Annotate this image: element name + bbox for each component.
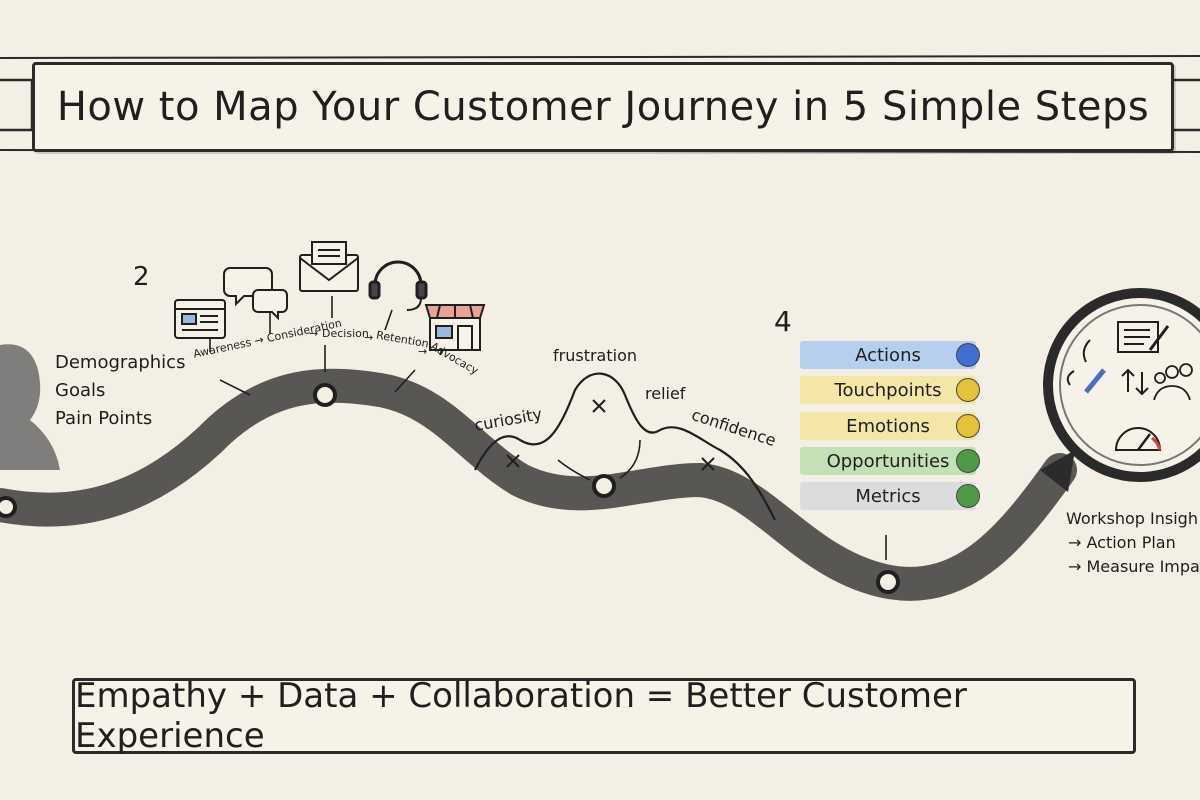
emotion-frustration: frustration [553,346,637,365]
outcome-workshop-insights: Workshop Insigh [1066,509,1198,528]
outcome-measure-impact: → Measure Impa [1068,557,1200,576]
step-number-2: 2 [133,262,150,292]
envelope-icon [299,241,359,292]
layer-dot-actions [956,343,980,367]
stage-arrow: → [418,345,428,358]
emotion-markers [506,399,715,471]
layer-dot-metrics [956,484,980,508]
footer-equation: Empathy + Data + Collaboration = Better … [75,676,967,756]
exchange-arrows [1121,368,1149,396]
emotion-curve [474,372,776,521]
layer-dot-emotions [956,414,980,438]
persona-item-goals: Goals [55,380,106,401]
milestones [0,383,900,594]
stage-arrow: → [309,327,319,340]
speedometer-icon [1114,427,1162,451]
persona-item-pain-points: Pain Points [55,408,153,429]
step-number-4: 4 [774,305,792,338]
milestone-1 [0,496,17,518]
page-title: How to Map Your Customer Journey in 5 Si… [56,84,1150,130]
footer-banner: Empathy + Data + Collaboration = Better … [72,676,1136,756]
browser-icon [174,299,226,339]
headset-icon [368,260,428,311]
outcome-action-plan: → Action Plan [1068,533,1176,552]
storefront-icon [424,304,486,351]
magnifier-icon [1043,288,1200,482]
pencil-icon [1066,339,1106,394]
layer-opportunities: Opportunities [800,447,980,475]
person-silhouette-icon [0,344,60,470]
chat-bubbles-icon [223,267,288,321]
emotion-arrows [557,439,641,481]
persona-item-demographics: Demographics [55,352,186,373]
stage-decision: Decision [322,327,369,340]
title-banner: How to Map Your Customer Journey in 5 Si… [32,62,1174,152]
milestone-3 [592,474,616,498]
layer-actions: Actions [800,341,980,369]
layer-touchpoints: Touchpoints [800,376,980,404]
milestone-2 [313,383,337,407]
stage-arrow: → [364,331,374,344]
emotion-relief: relief [645,384,686,403]
layer-dot-opportunities [956,449,980,473]
layer-metrics: Metrics [800,482,980,510]
layer-emotions: Emotions [800,412,980,440]
layer-dot-touchpoints [956,378,980,402]
notepad-icon [1117,321,1170,353]
milestone-4 [876,570,900,594]
people-icon [1153,363,1193,401]
path-arrowhead [1040,450,1075,492]
